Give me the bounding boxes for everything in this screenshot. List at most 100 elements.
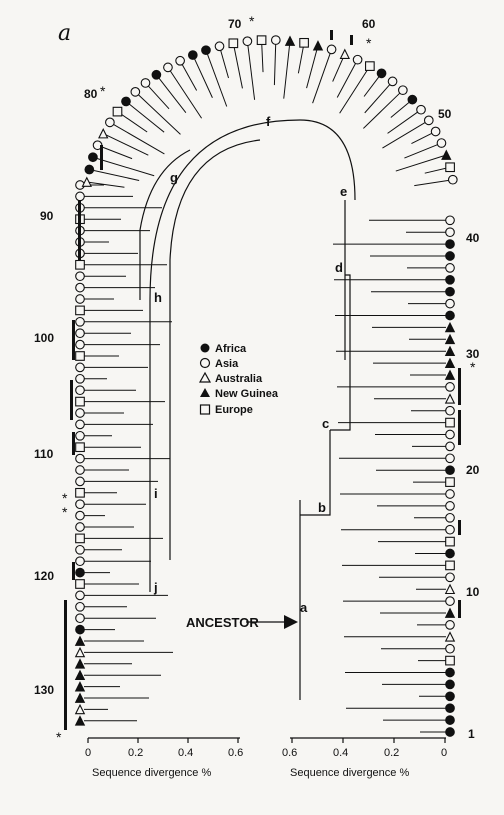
tip-marker-97 [105, 117, 115, 128]
tip-marker-103 [163, 62, 173, 73]
tip-marker-18 [445, 512, 455, 523]
tip-marker-73 [75, 510, 85, 521]
tip-branch-113 [297, 42, 305, 74]
tip-marker-22 [445, 465, 455, 476]
right-tick-2: 0.2 [384, 747, 399, 759]
tip-marker-74 [75, 522, 85, 532]
tip-marker-119 [376, 68, 387, 79]
arc-inner-2 [139, 149, 191, 300]
tip-marker-123 [416, 104, 426, 115]
tip-marker-125 [430, 126, 441, 137]
left-tick-3: 0.6 [228, 747, 243, 759]
tip-branch-98 [117, 111, 148, 133]
legend-europe-icon [199, 404, 211, 415]
tip-marker-7 [445, 643, 455, 654]
legend-new-guinea: New Guinea [215, 388, 279, 400]
tip-marker-36 [445, 298, 455, 309]
tip-marker-57 [75, 328, 85, 339]
tip-marker-99 [121, 96, 131, 107]
leaf-number-1: 1 [468, 727, 475, 741]
tip-marker-4 [445, 679, 455, 690]
tip-marker-26 [445, 417, 455, 428]
tip-marker-94 [88, 152, 98, 163]
tip-marker-24 [445, 441, 455, 452]
tip-branch-92 [86, 181, 125, 188]
tip-branch-104 [179, 60, 198, 91]
tip-marker-93 [84, 164, 95, 175]
leaf-number-80: 80 [84, 87, 98, 101]
tip-marker-90 [74, 703, 86, 715]
tip-branch-126 [404, 142, 442, 159]
tip-marker-100 [130, 87, 141, 97]
tip-marker-115 [326, 44, 337, 55]
leaf-number-30: 30 [466, 347, 480, 361]
tip-marker-76 [75, 544, 85, 555]
tip-marker-61 [75, 373, 85, 384]
tip-marker-124 [423, 115, 434, 126]
tip-marker-9 [445, 620, 455, 630]
node-label-a: a [300, 600, 308, 615]
star-30: * [470, 359, 476, 375]
tip-marker-39 [445, 263, 455, 273]
right-tick-0: 0.6 [282, 747, 297, 759]
right-tick-3: 0 [441, 747, 447, 759]
tip-branch-97 [109, 121, 165, 155]
tip-marker-101 [140, 78, 151, 88]
tip-marker-98 [112, 106, 123, 117]
tip-branch-108 [232, 43, 243, 89]
star-70: * [249, 13, 255, 29]
cluster-bar-6 [458, 368, 461, 405]
tip-marker-87 [74, 669, 86, 681]
tip-branch-103 [167, 67, 203, 119]
tip-branch-117 [336, 59, 359, 98]
node-label-h: h [154, 290, 162, 305]
arc-backbone [149, 119, 356, 592]
tip-branch-96 [103, 133, 149, 156]
tip-marker-71 [75, 487, 85, 498]
legend-australia-icon [198, 371, 212, 383]
tip-marker-15 [445, 548, 455, 559]
tip-marker-113 [299, 37, 309, 48]
tip-branch-106 [205, 50, 228, 107]
tip-marker-84 [74, 635, 86, 646]
tip-marker-29 [445, 382, 455, 392]
tip-branch-99 [125, 101, 165, 133]
tip-marker-64 [75, 408, 85, 418]
tip-branch-112 [283, 40, 291, 99]
tip-marker-28 [444, 393, 456, 404]
tip-branch-107 [219, 46, 229, 79]
tip-marker-109 [242, 36, 253, 47]
tip-marker-8 [444, 631, 456, 642]
node-label-c: c [322, 416, 329, 431]
tip-marker-67 [75, 442, 85, 453]
right-axis-label: Sequence divergence % [290, 767, 409, 779]
leaf-number-40: 40 [466, 231, 480, 245]
tip-marker-120 [387, 76, 398, 87]
tip-marker-107 [214, 41, 225, 52]
tip-marker-80 [75, 590, 85, 601]
tip-marker-12 [444, 583, 456, 595]
tip-marker-105 [187, 50, 198, 60]
leaf-number-70: 70 [228, 17, 242, 31]
cluster-bar-11 [330, 30, 333, 40]
tip-marker-75 [75, 533, 85, 544]
cluster-bar-8 [458, 520, 461, 535]
cluster-bar-7 [458, 410, 461, 445]
tip-marker-30 [444, 369, 456, 380]
node-label-e: e [340, 184, 347, 199]
tip-branch-111 [273, 40, 277, 86]
tip-branch-127 [395, 154, 447, 172]
tip-marker-82 [75, 613, 85, 624]
star-135: * [56, 729, 62, 745]
cluster-bar-9 [458, 600, 461, 618]
tip-marker-104 [175, 55, 185, 66]
tip-marker-38 [445, 274, 455, 285]
node-b-stem [300, 430, 331, 516]
star-115b: * [62, 504, 68, 520]
tip-marker-17 [445, 524, 455, 535]
tip-branch-100 [134, 91, 181, 135]
tip-marker-1 [445, 715, 455, 725]
tip-marker-72 [75, 499, 85, 510]
tip-marker-81 [75, 601, 85, 612]
